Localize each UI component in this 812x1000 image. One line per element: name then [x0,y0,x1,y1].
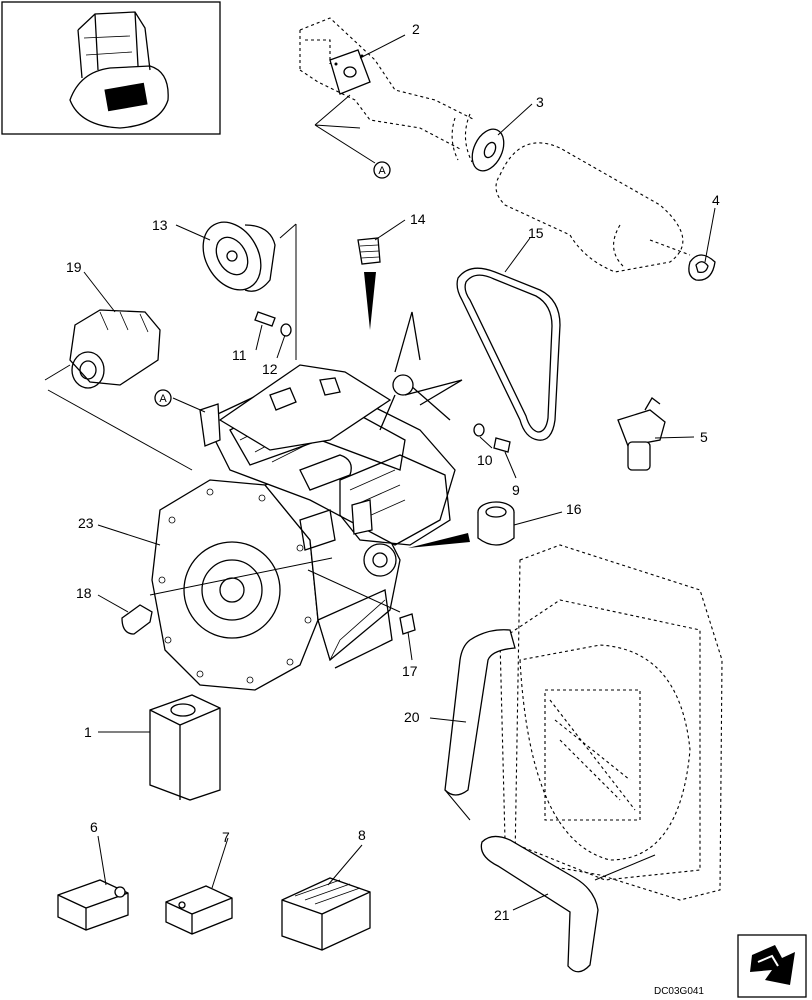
sensor-part-17 [399,613,416,635]
starter-part-19 [69,309,161,389]
callout-4: 4 [712,192,720,208]
callout-7: 7 [222,829,230,845]
callout-19: 19 [66,259,82,275]
callout-15: 15 [528,225,544,241]
reference-mark-a-upper: A [373,161,391,179]
thermostat-part-14 [357,237,381,330]
radiator-context [499,544,723,901]
fuel-filter-part-5 [617,397,666,471]
leader-lines [44,34,716,911]
callout-11: 11 [232,347,247,363]
callout-21: 21 [494,907,510,923]
callout-9: 9 [512,482,520,498]
engine-assembly [151,311,463,691]
fan-belt-part-15 [456,267,561,441]
callout-23: 23 [78,515,94,531]
callout-numbers: 2 3 4 13 14 15 19 11 12 5 10 9 16 23 18 … [66,21,720,923]
sender-part-9 [473,423,511,453]
callout-13: 13 [152,217,168,233]
callout-8: 8 [358,827,366,843]
exhaust-context [299,17,691,273]
callout-16: 16 [566,501,582,517]
callout-17: 17 [402,663,418,679]
relay-part-7 [165,885,233,935]
svg-text:A: A [378,165,386,177]
callout-5: 5 [700,429,708,445]
gasket-part-3 [471,128,505,172]
callout-20: 20 [404,709,420,725]
sensor-part-11 [254,311,292,337]
alternator-part-13 [202,221,276,292]
reference-mark-a-left: A [154,389,172,407]
svg-text:A: A [159,393,167,405]
reserve-tank-part-1 [149,694,221,801]
relay-part-6 [57,879,129,931]
regulator-part-8 [281,877,371,951]
callout-3: 3 [536,94,544,110]
oil-filter-part-16 [408,501,515,548]
gasket-part-2 [329,49,371,95]
callout-10: 10 [477,452,493,468]
callout-1: 1 [84,724,92,740]
hose-part-20 [444,629,516,796]
hose-part-21 [480,835,599,973]
callout-2: 2 [412,21,420,37]
clamp-part-4 [688,254,716,281]
callout-18: 18 [76,585,92,601]
callout-14: 14 [410,211,426,227]
sensor-part-18 [121,604,153,635]
navigation-arrow-icon [737,934,807,998]
drawing-code: DC03G041 [654,986,704,997]
machine-location-inset [1,1,221,135]
callout-12: 12 [262,361,278,377]
callout-6: 6 [90,819,98,835]
